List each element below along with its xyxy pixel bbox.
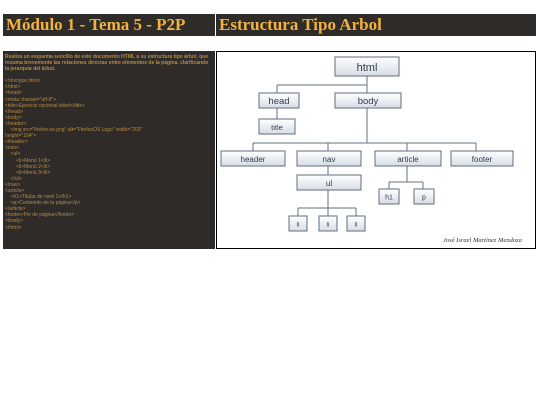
- code-line: </html>: [5, 224, 22, 231]
- svg-text:html: html: [357, 62, 378, 74]
- code-line: <html>: [5, 84, 21, 91]
- code-line: <li>Menú 2</li>: [5, 163, 51, 170]
- code-line: </head>: [5, 108, 24, 115]
- section-title: Estructura Tipo Arbol: [216, 14, 536, 36]
- svg-text:li: li: [355, 222, 358, 229]
- svg-text:head: head: [268, 96, 289, 107]
- code-line: <article>: [5, 187, 25, 194]
- node-h1: h1: [378, 188, 400, 205]
- svg-text:article: article: [397, 155, 419, 164]
- svg-text:title: title: [271, 123, 283, 132]
- code-line: <img src="firefox-os.png" alt="FirefoxOS…: [5, 127, 143, 134]
- code-line: <ul>: [5, 151, 21, 158]
- node-article: article: [374, 150, 442, 167]
- svg-text:ul: ul: [326, 179, 332, 188]
- svg-text:footer: footer: [472, 155, 493, 164]
- tree-diagram-panel: html head body title header nav article: [216, 51, 536, 249]
- code-line: </ul>: [5, 175, 22, 182]
- node-head: head: [258, 92, 300, 109]
- code-line: </article>: [5, 206, 26, 213]
- code-line: <title>Ejercicio opcional árbol</title>: [5, 102, 86, 109]
- code-line: <header>: [5, 120, 27, 127]
- svg-text:p: p: [422, 195, 426, 202]
- tree-connectors: [252, 76, 477, 216]
- code-line: <li>Menú 1</li>: [5, 157, 51, 164]
- dom-tree-diagram: html head body title header nav article: [220, 56, 522, 244]
- code-line: <head>: [5, 90, 22, 97]
- code-line: <!doctype html>: [5, 78, 41, 85]
- node-ul: ul: [296, 174, 362, 191]
- code-line: <meta charset="utf-8">: [5, 96, 57, 103]
- svg-text:nav: nav: [323, 155, 336, 164]
- code-line: <footer>Pie de página</footer>: [5, 212, 75, 219]
- node-li: li: [318, 215, 338, 232]
- code-line: </body>: [5, 218, 24, 225]
- code-line: <li>Menú 3</li>: [5, 169, 51, 176]
- author-signature: José Israel Martínez Mendoza: [443, 237, 522, 244]
- code-line: <p>Contenido de la página</p>: [5, 200, 81, 207]
- node-footer: footer: [450, 150, 514, 167]
- module-title: Módulo 1 - Tema 5 - P2P: [3, 14, 215, 36]
- node-html: html: [334, 56, 400, 77]
- node-p: p: [413, 188, 435, 205]
- node-body: body: [334, 92, 402, 109]
- code-line: <nav>: [5, 145, 19, 152]
- svg-text:li: li: [327, 222, 330, 229]
- svg-text:h1: h1: [385, 195, 393, 202]
- node-li: li: [288, 215, 308, 232]
- node-li: li: [346, 215, 366, 232]
- node-nav: nav: [296, 150, 362, 167]
- exercise-instructions: Realiza un esquema sencillo de este docu…: [5, 54, 209, 73]
- node-title: title: [258, 118, 296, 135]
- html-code-listing: <!doctype html><html><head><meta charset…: [5, 78, 213, 230]
- code-line: height="164">: [5, 133, 37, 140]
- node-header: header: [220, 150, 286, 167]
- code-line: <h1>Titular de nivel 1</h1>: [5, 194, 72, 201]
- exercise-panel: Realiza un esquema sencillo de este docu…: [3, 51, 215, 249]
- svg-text:header: header: [241, 155, 266, 164]
- code-line: </header>: [5, 139, 28, 146]
- svg-text:body: body: [358, 96, 379, 107]
- code-line: </nav>: [5, 181, 21, 188]
- svg-text:li: li: [297, 222, 300, 229]
- code-line: <body>: [5, 114, 22, 121]
